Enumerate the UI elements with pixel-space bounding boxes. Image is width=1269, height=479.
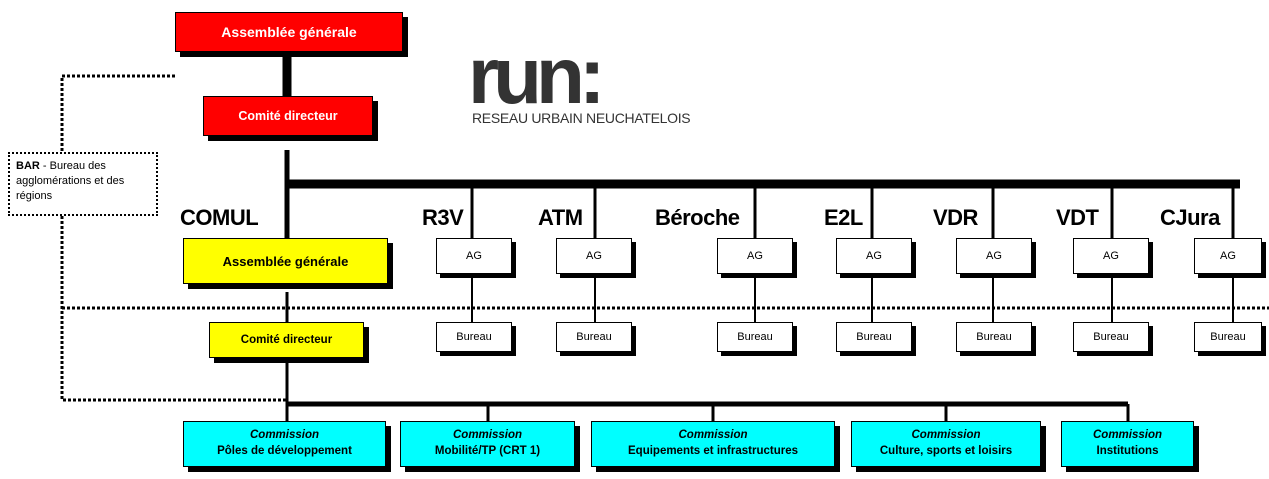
region-ag-label: AG — [986, 250, 1002, 262]
region-ag-label: AG — [747, 250, 763, 262]
comite-directeur-box: Comité directeur — [203, 96, 373, 136]
logo-text: RESEAU URBAIN NEUCHATELOIS — [472, 110, 691, 126]
comul-assemblee-generale-box: Assemblée générale — [183, 238, 388, 284]
comul-assemblee-generale-label: Assemblée générale — [222, 253, 349, 269]
region-header: R3V — [422, 205, 464, 230]
region-header: VDT — [1056, 205, 1099, 230]
logo-mark: run: — [468, 31, 605, 120]
commission-subtitle: Equipements et infrastructures — [628, 445, 798, 457]
commission-title: Commission — [911, 429, 981, 442]
region-ag-box: AG — [956, 238, 1032, 274]
region-header: Béroche — [655, 205, 740, 230]
commission-title: Commission — [1092, 429, 1162, 442]
comul-comite-directeur-label: Comité directeur — [240, 334, 333, 346]
region-header: VDR — [933, 205, 978, 230]
commission-title: Commission — [249, 429, 319, 442]
region-bureau-box: Bureau — [436, 322, 512, 352]
comul-comite-directeur-box: Comité directeur — [209, 322, 364, 358]
region-bureau-box: Bureau — [1073, 322, 1149, 352]
region-ag-label: AG — [586, 250, 602, 262]
region-bureau-label: Bureau — [1210, 331, 1246, 343]
bar-abbr: BAR — [16, 160, 40, 172]
region-bureau-box: Bureau — [956, 322, 1032, 352]
bar-box: BAR - Bureau des agglomérations et des r… — [8, 152, 158, 216]
region-ag-box: AG — [556, 238, 632, 274]
commission-subtitle: Institutions — [1096, 445, 1159, 457]
region-header: ATM — [538, 205, 583, 230]
region-bureau-label: Bureau — [1093, 331, 1129, 343]
commission-subtitle: Pôles de développement — [217, 445, 352, 457]
commission-title: Commission — [452, 429, 522, 442]
region-ag-box: AG — [836, 238, 912, 274]
region-bureau-box: Bureau — [556, 322, 632, 352]
region-bureau-label: Bureau — [456, 331, 492, 343]
region-ag-box: AG — [436, 238, 512, 274]
comul-header: COMUL — [180, 205, 259, 230]
region-ag-label: AG — [1220, 250, 1236, 262]
comite-directeur-label: Comité directeur — [238, 109, 338, 123]
region-ag-label: AG — [866, 250, 882, 262]
region-bureau-box: Bureau — [836, 322, 912, 352]
run-logo: run: RESEAU URBAIN NEUCHATELOIS — [468, 36, 728, 134]
region-ag-box: AG — [1073, 238, 1149, 274]
region-bureau-label: Bureau — [576, 331, 612, 343]
region-ag-box: AG — [1194, 238, 1262, 274]
region-ag-label: AG — [1103, 250, 1119, 262]
region-bureau-label: Bureau — [856, 331, 892, 343]
assemblee-generale-box: Assemblée générale — [175, 12, 403, 52]
region-header: E2L — [824, 205, 863, 230]
commission-subtitle: Culture, sports et loisirs — [879, 445, 1013, 457]
region-ag-label: AG — [466, 250, 482, 262]
commission-subtitle: Mobilité/TP (CRT 1) — [434, 445, 541, 457]
region-bureau-label: Bureau — [976, 331, 1012, 343]
region-header: CJura — [1160, 205, 1220, 230]
assemblee-generale-label: Assemblée générale — [221, 24, 357, 40]
region-ag-box: AG — [717, 238, 793, 274]
commission-title: Commission — [678, 429, 748, 442]
region-bureau-box: Bureau — [1194, 322, 1262, 352]
region-bureau-label: Bureau — [737, 331, 773, 343]
region-bureau-box: Bureau — [717, 322, 793, 352]
bar-description: - Bureau des agglomérations et des régio… — [16, 160, 125, 202]
